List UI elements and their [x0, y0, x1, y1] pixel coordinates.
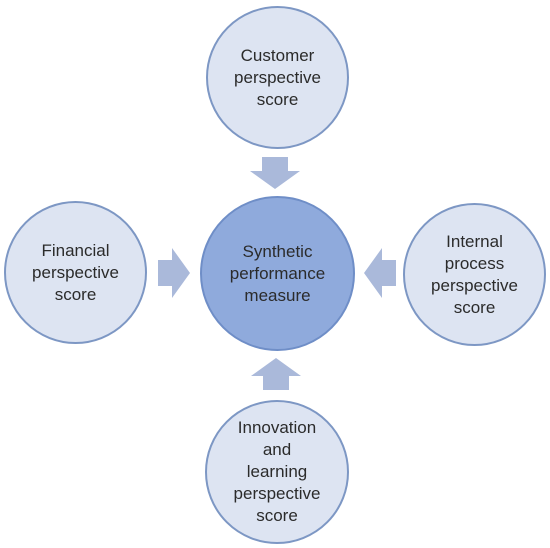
arrow-up-icon: [251, 358, 301, 390]
internal-process-node: Internal process perspective score: [403, 203, 546, 346]
financial-perspective-label: Financial perspective score: [32, 240, 119, 304]
financial-perspective-node: Financial perspective score: [4, 201, 147, 344]
synthetic-performance-label: Synthetic performance measure: [229, 241, 326, 305]
arrow-right-icon: [158, 248, 190, 298]
arrow-left-icon: [364, 248, 396, 298]
customer-perspective-label: Customer perspective score: [234, 45, 321, 109]
internal-process-label: Internal process perspective score: [431, 231, 518, 317]
innovation-learning-node: Innovation and learning perspective scor…: [205, 400, 349, 544]
customer-perspective-node: Customer perspective score: [206, 6, 349, 149]
synthetic-performance-node: Synthetic performance measure: [200, 196, 355, 351]
arrow-down-icon: [250, 157, 300, 189]
innovation-learning-label: Innovation and learning perspective scor…: [233, 418, 321, 525]
